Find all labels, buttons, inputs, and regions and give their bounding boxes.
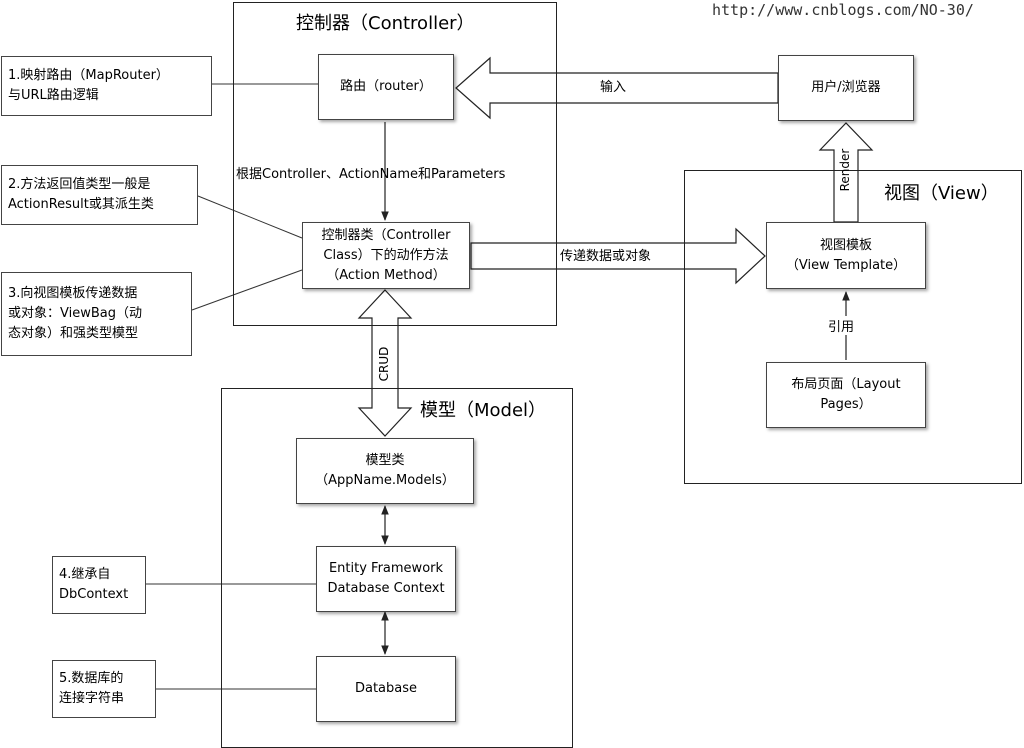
layout-pages-node: 布局页面（Layout Pages） [766,362,926,428]
note-2-leader [197,195,303,239]
controller-group [233,2,557,326]
model-class-label: 模型类 （AppName.Models） [315,453,455,488]
view-template-node: 视图模板 （View Template） [766,222,926,289]
model-group-title: 模型（Model） [420,400,547,421]
note-3-leader [191,269,303,311]
note-pass-data: 3.向视图模板传递数据 或对象：ViewBag（动 态对象）和强类型模型 [1,272,192,356]
router-node: 路由（router） [318,54,454,120]
ef-context-node: Entity Framework Database Context [316,546,456,612]
router-label: 路由（router） [340,79,432,94]
user-browser-label: 用户/浏览器 [811,80,881,95]
note-dbcontext-text: 4.继承自 DbContext [59,567,129,602]
view-group-title: 视图（View） [884,183,999,204]
reference-label: 引用 [828,316,855,335]
input-block-arrow [455,56,779,120]
render-label: Render [838,148,852,192]
ef-context-label: Entity Framework Database Context [327,561,445,596]
view-template-label: 视图模板 （View Template） [785,237,907,273]
note-routing: 1.映射路由（MapRouter） 与URL路由逻辑 [1,56,212,116]
note-dbcontext: 4.继承自 DbContext [52,556,146,614]
crud-label: CRUD [377,346,391,382]
model-class-node: 模型类 （AppName.Models） [296,438,474,504]
crud-block-arrow [357,289,413,437]
note-return-type-text: 2.方法返回值类型一般是 ActionResult或其派生类 [8,177,154,212]
note-connection-string-text: 5.数据库的 连接字符串 [59,671,125,706]
note-routing-text: 1.映射路由（MapRouter） 与URL路由逻辑 [8,68,169,103]
pass-data-label: 传递数据或对象 [560,249,652,264]
routing-basis-label: 根据Controller、ActionName和Parameters [236,167,506,182]
pass-data-block-arrow [470,227,766,285]
database-label: Database [354,681,418,696]
input-label: 输入 [600,80,627,95]
view-group [684,170,1022,484]
controller-class-node: 控制器类（Controller Class）下的动作方法 （Action Met… [302,222,470,289]
note-pass-data-text: 3.向视图模板传递数据 或对象：ViewBag（动 态对象）和强类型模型 [8,286,142,341]
layout-pages-label: 布局页面（Layout Pages） [791,377,901,412]
database-node: Database [316,656,456,722]
render-block-arrow [818,122,874,223]
controller-group-title: 控制器（Controller） [296,13,475,34]
note-connection-string: 5.数据库的 连接字符串 [52,660,156,718]
controller-class-label: 控制器类（Controller Class）下的动作方法 （Action Met… [321,227,451,283]
watermark-url: http://www.cnblogs.com/NO-30/ [712,1,974,19]
user-browser-node: 用户/浏览器 [778,55,914,121]
note-return-type: 2.方法返回值类型一般是 ActionResult或其派生类 [1,165,198,225]
